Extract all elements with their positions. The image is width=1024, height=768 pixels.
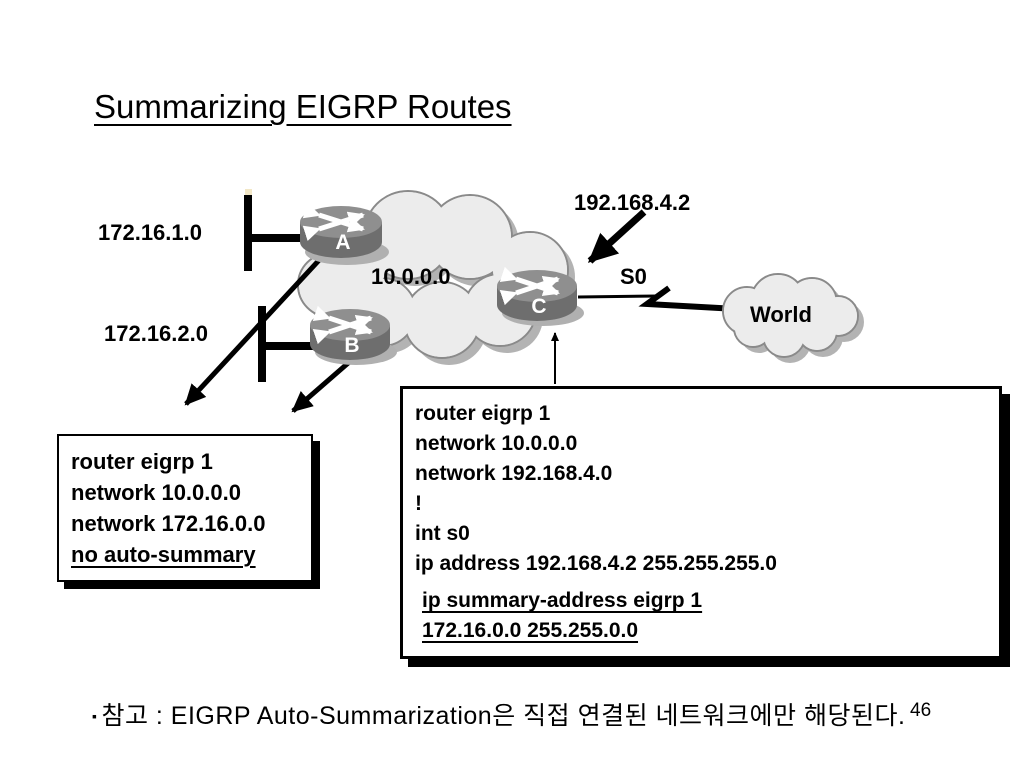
core-cloud-label: 10.0.0.0 bbox=[371, 264, 451, 289]
config-line: ip address 192.168.4.2 255.255.255.0 bbox=[415, 552, 777, 575]
footnote: ▪참고 : EIGRP Auto-Summarization은 직접 연결된 네… bbox=[92, 696, 905, 732]
router-a-icon: A bbox=[300, 202, 389, 265]
lan-segment-2 bbox=[258, 306, 316, 382]
router-c-label: C bbox=[531, 295, 546, 318]
config-line-highlight: 172.16.0.0 255.255.0.0 bbox=[422, 619, 639, 642]
network-label-172-16-2-0: 172.16.2.0 bbox=[104, 321, 208, 346]
config-line-highlight: ip summary-address eigrp 1 bbox=[422, 589, 703, 612]
router-b-label: B bbox=[344, 334, 359, 357]
config-line: router eigrp 1 bbox=[415, 402, 551, 425]
config-line: network 10.0.0.0 bbox=[71, 480, 241, 505]
serial-link bbox=[577, 285, 738, 312]
config-line: network 10.0.0.0 bbox=[415, 432, 578, 455]
config-line: int s0 bbox=[415, 522, 470, 545]
world-cloud-label: World bbox=[750, 302, 812, 327]
world-cloud-icon bbox=[722, 273, 864, 363]
router-c-icon: C bbox=[497, 266, 584, 326]
config-box-right: router eigrp 1 network 10.0.0.0 network … bbox=[400, 386, 1002, 659]
router-b-icon: B bbox=[310, 305, 397, 365]
config-line: ! bbox=[415, 492, 422, 515]
config-box-left: router eigrp 1 network 10.0.0.0 network … bbox=[57, 434, 313, 582]
arrow-from-router-a bbox=[184, 242, 336, 406]
config-line-highlight: no auto-summary bbox=[71, 542, 256, 567]
bullet-square-icon: ▪ bbox=[92, 708, 98, 724]
config-line: router eigrp 1 bbox=[71, 449, 213, 474]
wan-ip-label: 192.168.4.2 bbox=[574, 190, 691, 215]
router-a-label: A bbox=[335, 231, 350, 254]
config-line: network 192.168.4.0 bbox=[415, 462, 613, 485]
page-title: Summarizing EIGRP Routes bbox=[94, 88, 512, 125]
config-line: network 172.16.0.0 bbox=[71, 511, 266, 536]
page-number: 46 bbox=[910, 700, 932, 721]
arrow-wan-ip bbox=[587, 209, 647, 264]
footnote-text: 참고 : EIGRP Auto-Summarization은 직접 연결된 네트… bbox=[101, 702, 906, 730]
interface-s0-label: S0 bbox=[620, 264, 647, 289]
network-label-172-16-1-0: 172.16.1.0 bbox=[98, 220, 202, 245]
lan-segment-1 bbox=[244, 189, 306, 271]
